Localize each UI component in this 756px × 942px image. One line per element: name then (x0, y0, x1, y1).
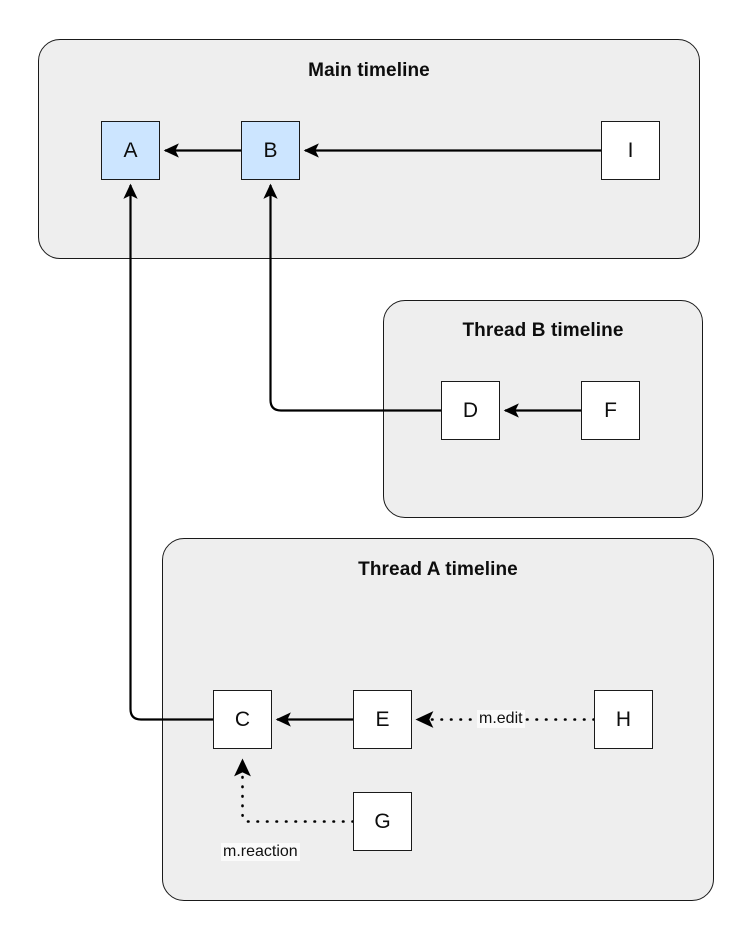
node-g[interactable]: G (353, 792, 412, 851)
node-a[interactable]: A (101, 121, 160, 180)
node-b-label: B (263, 139, 278, 162)
edge-label-m-reaction: m.reaction (221, 843, 300, 862)
edge-label-m-edit: m.edit (477, 710, 525, 729)
node-c[interactable]: C (213, 690, 272, 749)
node-c-label: C (234, 708, 251, 731)
node-b[interactable]: B (241, 121, 300, 180)
node-h[interactable]: H (594, 690, 653, 749)
node-e-label: E (375, 708, 390, 731)
node-a-label: A (123, 139, 138, 162)
node-i[interactable]: I (601, 121, 660, 180)
node-d-label: D (462, 399, 479, 422)
node-e[interactable]: E (353, 690, 412, 749)
node-d[interactable]: D (441, 381, 500, 440)
node-h-label: H (615, 708, 632, 731)
node-i-label: I (627, 139, 634, 162)
node-g-label: G (374, 810, 391, 833)
node-f-label: F (604, 399, 617, 422)
panel-title-thread-a-timeline: Thread A timeline (358, 559, 518, 580)
panel-title-main-timeline: Main timeline (308, 60, 430, 81)
node-f[interactable]: F (581, 381, 640, 440)
panel-title-thread-b-timeline: Thread B timeline (462, 320, 624, 341)
